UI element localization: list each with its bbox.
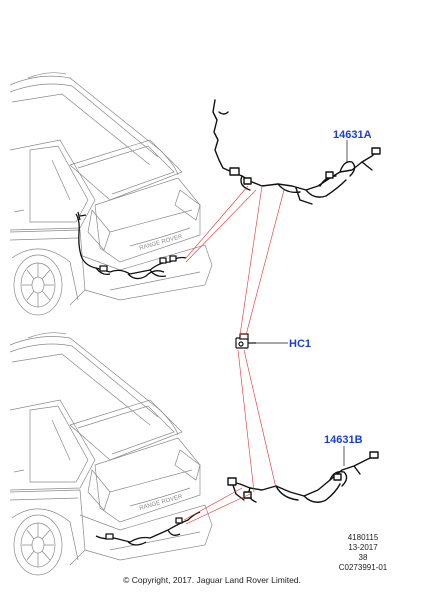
callout-leaders <box>256 140 348 466</box>
copyright-notice: © Copyright, 2017. Jaguar Land Rover Lim… <box>123 575 301 585</box>
red-leader-lines <box>183 185 285 525</box>
illustration-id: C0273991-01 <box>338 563 388 572</box>
reference-block: 4180115 13-2017 38 C0273991-01 <box>333 533 393 573</box>
reference-code: 38 <box>358 553 368 562</box>
harness-installed-upper <box>75 211 187 280</box>
callout-14631a[interactable]: 14631A <box>333 129 372 141</box>
callout-hc1[interactable]: HC1 <box>289 338 312 350</box>
harness-installed-lower <box>95 511 201 546</box>
connector-hc1 <box>235 333 256 349</box>
lower-vehicle <box>9 332 213 576</box>
callout-14631b[interactable]: 14631B <box>324 434 363 446</box>
upper-vehicle <box>9 72 213 316</box>
reference-number: 4180115 <box>347 533 379 542</box>
reference-date: 13-2017 <box>348 543 378 552</box>
harness-14631a <box>212 99 381 205</box>
